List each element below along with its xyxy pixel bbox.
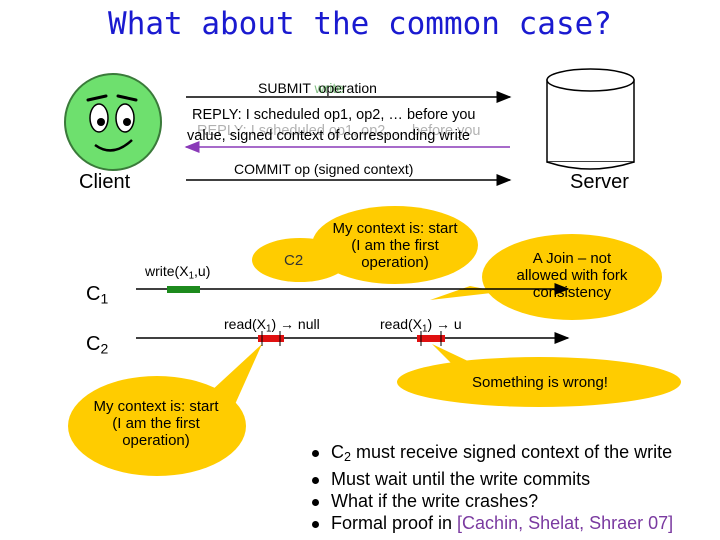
reply-line1: REPLY: I scheduled op1, op2, … before yo… xyxy=(192,107,476,123)
server-database-icon xyxy=(546,68,635,170)
slide-title: What about the common case? xyxy=(108,6,612,42)
server-label: Server xyxy=(570,171,629,193)
read-u-op-mark xyxy=(417,335,445,342)
top-context-callout-shape xyxy=(280,206,478,284)
read-null-op-label: read(X1) → null xyxy=(224,316,320,335)
bullet-dot-icon xyxy=(312,520,319,528)
reply-line2: value, signed context of corresponding w… xyxy=(187,128,470,144)
bottom-context-callout: My context is: start (I am the first ope… xyxy=(93,398,219,449)
read-null-op-mark xyxy=(258,335,284,342)
read-u-op-label: read(X1) → u xyxy=(380,316,462,335)
bullet-item: Must wait until the write commits xyxy=(312,468,673,490)
client-smiley-icon xyxy=(64,73,162,171)
c1-label: C1 xyxy=(86,283,109,307)
write-op-label: write(X1,u) xyxy=(145,263,211,282)
wrong-callout-shape xyxy=(397,344,681,407)
commit-message: COMMIT op (signed context) xyxy=(234,161,414,177)
write-op-mark xyxy=(167,286,200,293)
c2-label: C2 xyxy=(86,333,109,357)
bullet-list: C2 must receive signed context of the wr… xyxy=(312,441,673,534)
submit-message: SUBMIT write operation xyxy=(258,80,377,96)
bullet-dot-icon xyxy=(312,449,319,457)
bullet-item: Formal proof in [Cachin, Shelat, Shraer … xyxy=(312,512,673,534)
join-callout: A Join – not allowed with fork consisten… xyxy=(516,250,628,301)
hidden-c2-text: C2 xyxy=(284,252,304,269)
wrong-callout: Something is wrong! xyxy=(472,374,608,391)
reply-ghost-line: REPLY: I scheduled op1, op2, … before yo… xyxy=(197,123,481,139)
client-label: Client xyxy=(79,171,131,193)
bullet-item: C2 must receive signed context of the wr… xyxy=(312,441,673,468)
citation-reference: [Cachin, Shelat, Shraer 07] xyxy=(457,513,674,534)
top-context-callout: My context is: start (I am the first ope… xyxy=(332,220,458,271)
bullet-dot-icon xyxy=(312,498,319,506)
bullet-item: What if the write crashes? xyxy=(312,490,673,512)
submit-ghost-text: write xyxy=(314,80,345,96)
bottom-context-callout-shape xyxy=(68,344,262,476)
bullet-dot-icon xyxy=(312,476,319,484)
